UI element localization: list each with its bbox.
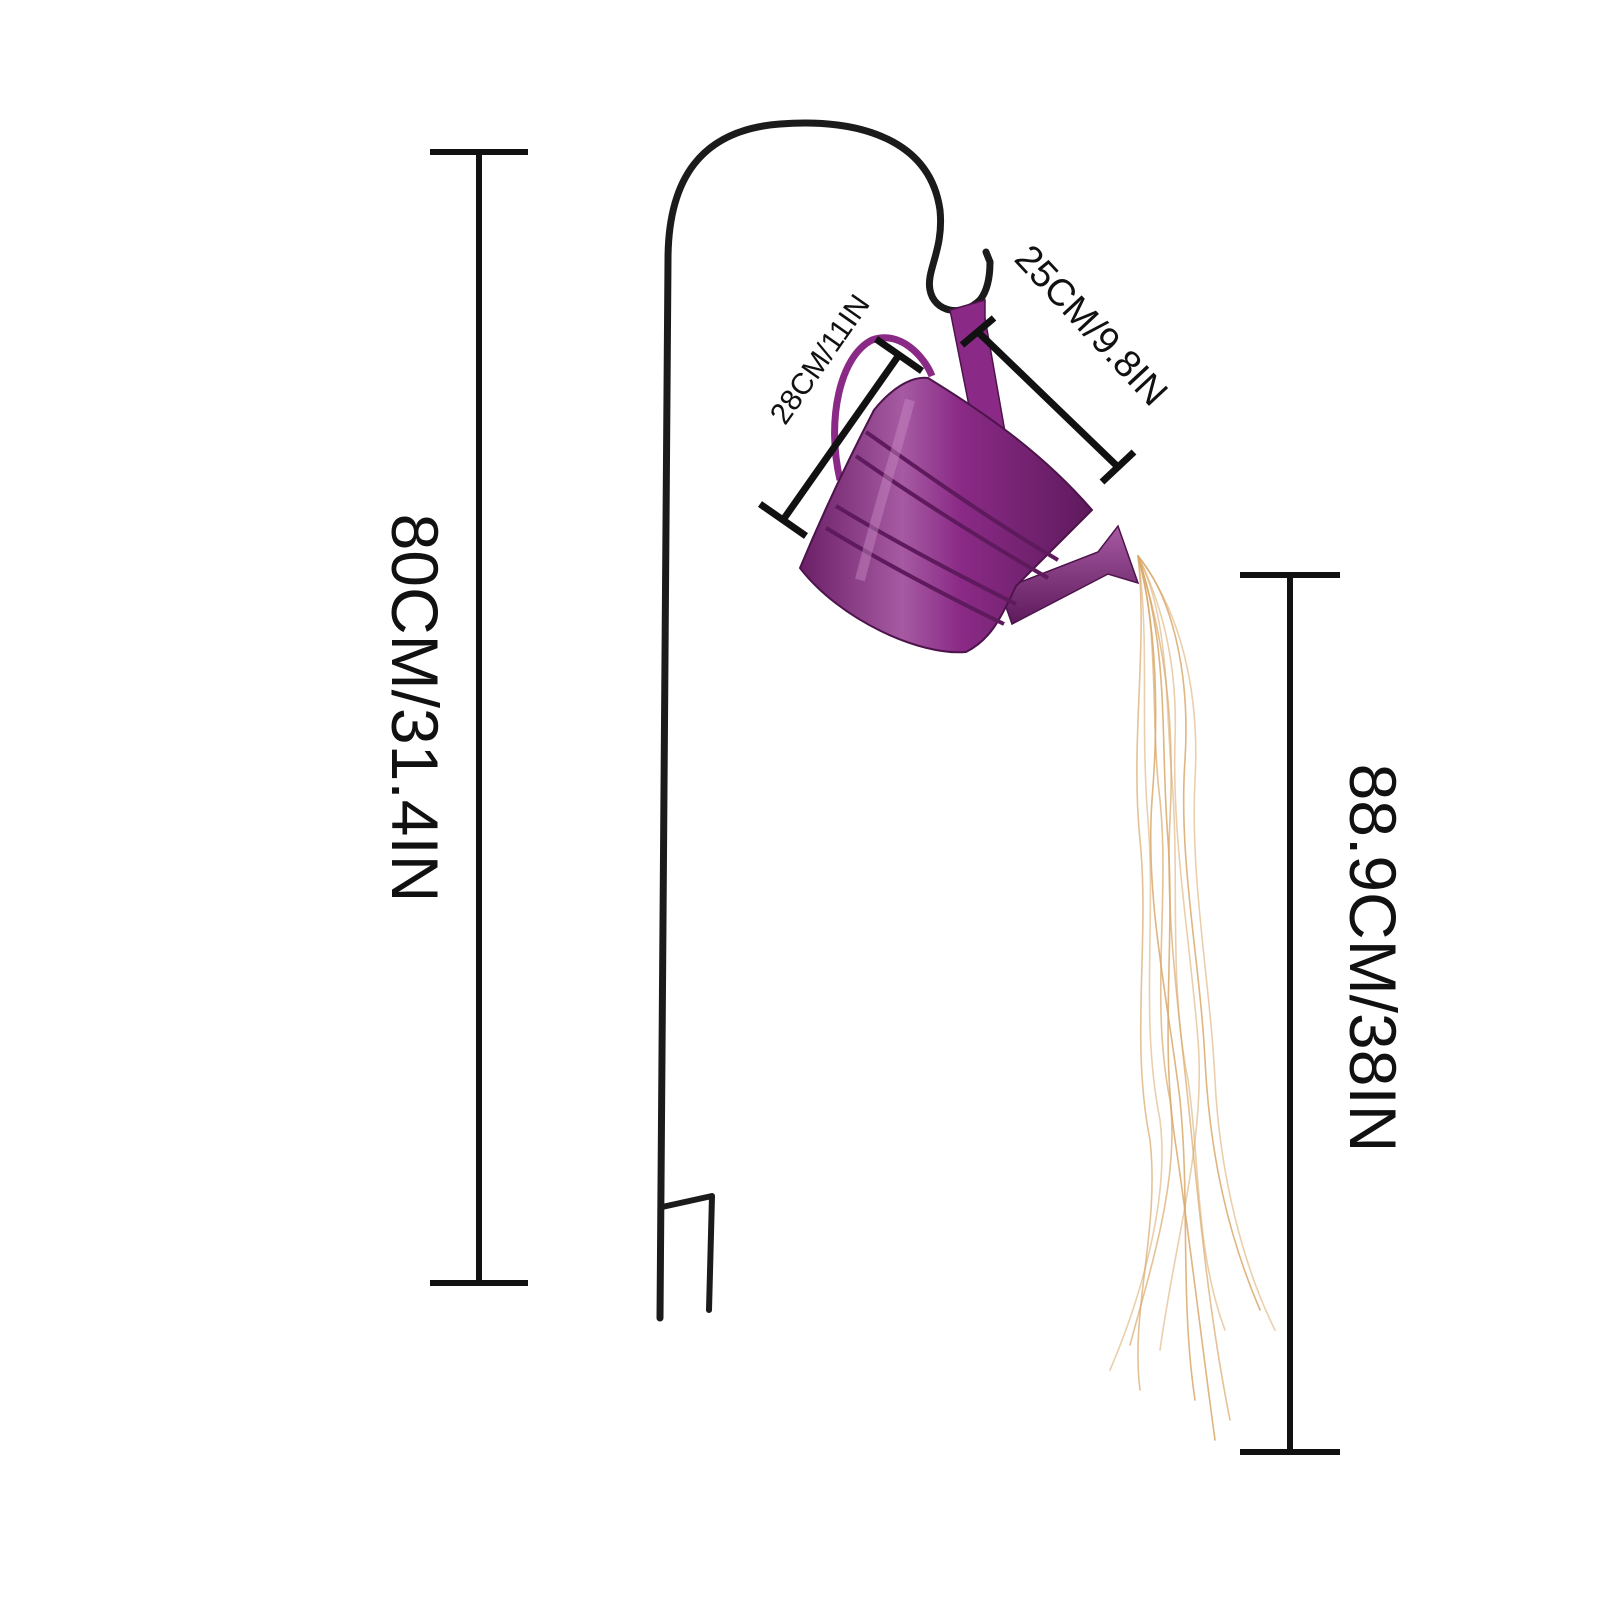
light-strand (1129, 555, 1173, 1346)
can-handle (831, 334, 936, 481)
stake-height-label: 80CM/31.4IN (378, 514, 452, 903)
can-rib-4 (824, 526, 1005, 626)
dimension-cap-bottom (1099, 449, 1137, 485)
light-strand (1137, 555, 1276, 1331)
dimension-line-diagonal (975, 329, 1121, 470)
fairy-string-lights (1109, 555, 1276, 1441)
stake-height-dimension: 80CM/31.4IN (378, 149, 528, 1286)
light-strand (1137, 555, 1231, 1421)
can-rib-2 (854, 454, 1049, 580)
dimension-line-diagonal (780, 352, 902, 523)
light-strand (1137, 555, 1201, 1351)
stake-hook-tip (982, 248, 994, 266)
dimension-cap-top (959, 315, 997, 348)
lights-length-dimension: 88.9CM/38IN (1240, 572, 1410, 1455)
light-strand (1136, 555, 1153, 1391)
can-rib-3 (834, 504, 1017, 606)
light-strand (1137, 555, 1261, 1311)
light-strand (1109, 555, 1163, 1371)
watering-can (798, 299, 1140, 654)
can-highlight (855, 398, 915, 582)
can-spout (999, 524, 1140, 626)
light-strand (1137, 555, 1196, 1401)
lights-length-label: 88.9CM/38IN (1336, 764, 1410, 1153)
stake-ground-fork (659, 1193, 715, 1313)
light-strand (1137, 555, 1216, 1441)
can-rib-1 (864, 430, 1060, 562)
dimension-cap-bottom (758, 501, 808, 539)
